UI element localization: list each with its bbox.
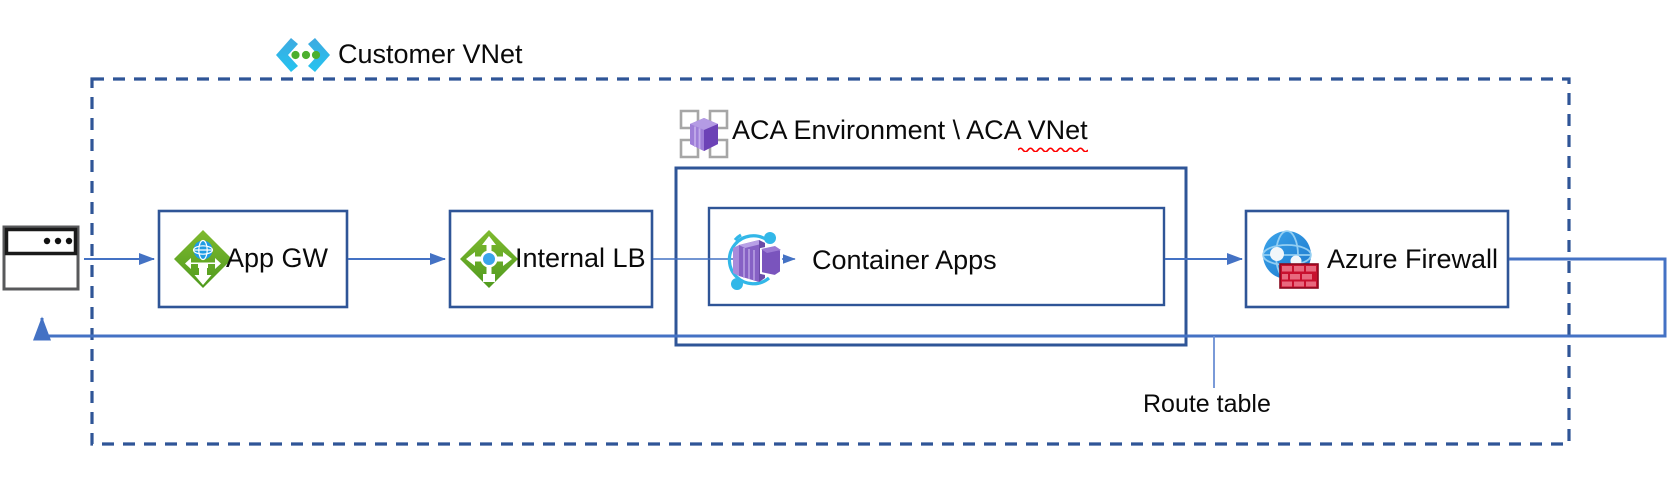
azure-firewall-icon bbox=[1258, 228, 1320, 290]
spellcheck-underline bbox=[1018, 147, 1088, 152]
customer-vnet-label: Customer VNet bbox=[338, 39, 523, 69]
browser-window-icon bbox=[2, 225, 80, 291]
aca-environment-icon bbox=[678, 108, 730, 160]
container-apps-box bbox=[707, 206, 1166, 307]
return-path-firewall-to-client bbox=[33, 257, 1667, 341]
route-table-label: Route table bbox=[1143, 390, 1271, 418]
application-gateway-icon bbox=[172, 228, 234, 290]
aca-environment-box bbox=[674, 166, 1188, 347]
app-gw-box bbox=[157, 209, 349, 309]
internal-lb-label: Internal LB bbox=[515, 243, 646, 273]
container-apps-label: Container Apps bbox=[812, 245, 997, 275]
azure-firewall-box bbox=[1244, 209, 1510, 309]
vnet-icon bbox=[272, 34, 334, 76]
internal-lb-box bbox=[448, 209, 654, 309]
azure-firewall-label: Azure Firewall bbox=[1327, 244, 1499, 274]
load-balancer-icon bbox=[458, 228, 520, 290]
app-gw-label: App GW bbox=[226, 243, 329, 273]
customer-vnet-boundary bbox=[90, 77, 1571, 446]
container-apps-icon bbox=[719, 226, 791, 294]
aca-environment-label: ACA Environment \ ACA VNet bbox=[732, 115, 1088, 145]
